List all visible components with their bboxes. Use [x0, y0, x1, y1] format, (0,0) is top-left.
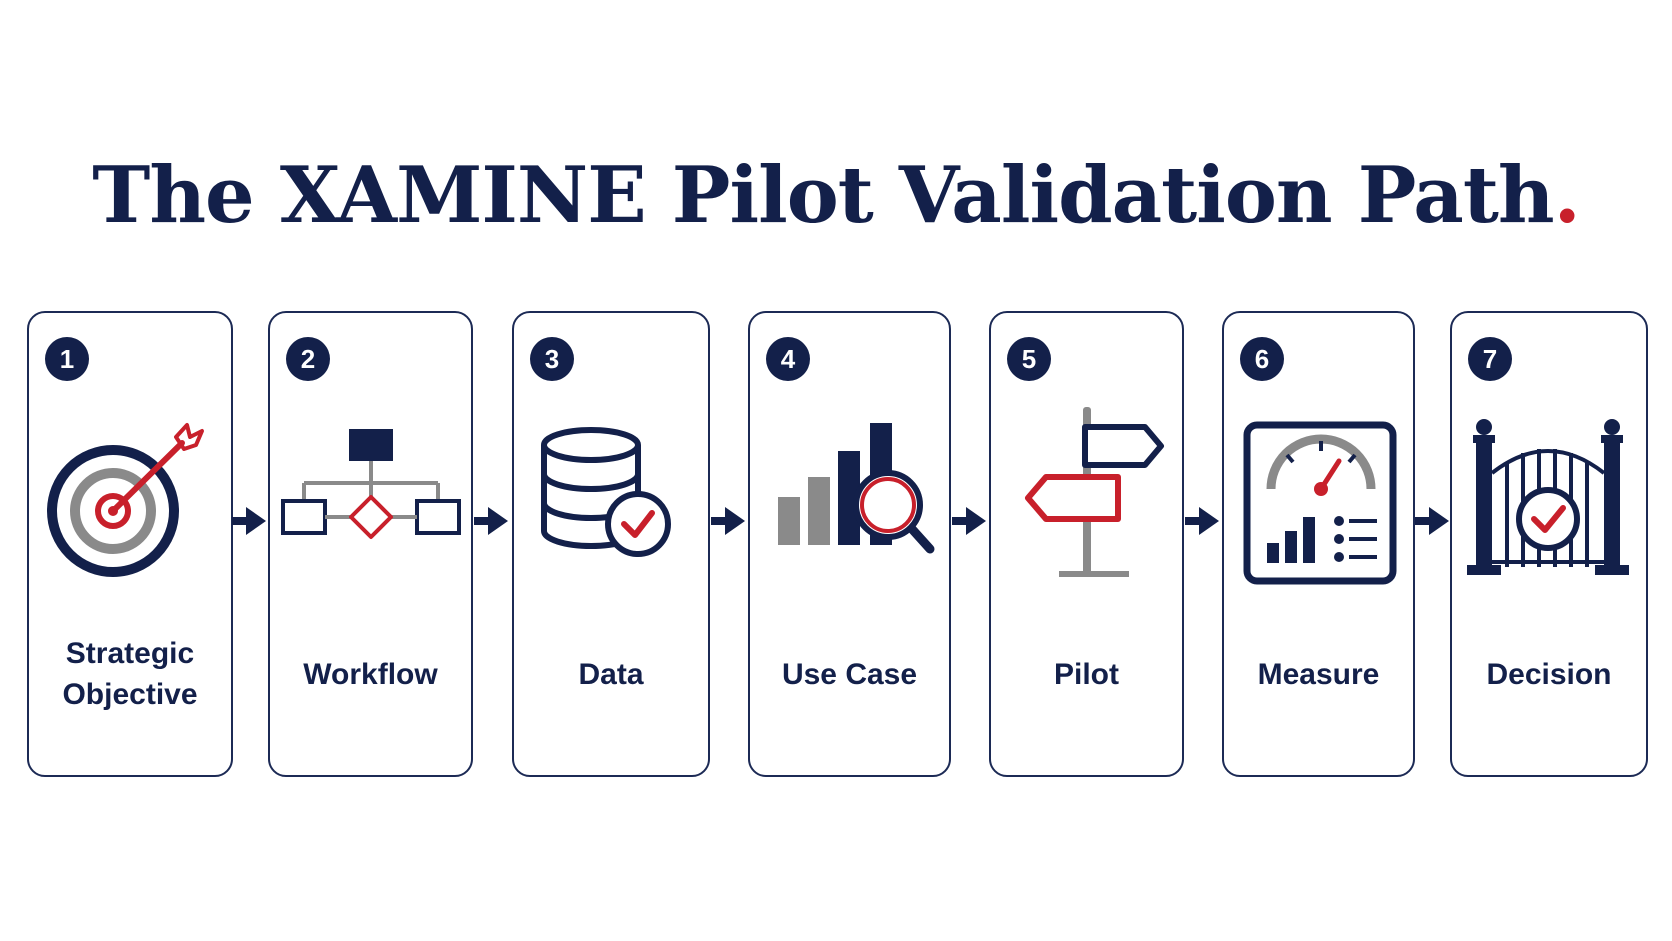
step-card-1: 1 Strategic Objective — [27, 311, 233, 777]
flow-arrow-icon — [711, 504, 747, 538]
page-title: The XAMINE Pilot Validation Path. — [0, 150, 1672, 241]
signpost-icon — [997, 407, 1177, 587]
step-label: Measure — [1257, 657, 1380, 691]
step-number-badge: 7 — [1468, 337, 1512, 381]
step-label: Data — [578, 657, 644, 691]
flow-arrow-icon — [474, 504, 510, 538]
step-card-5: 5 Pilot — [989, 311, 1184, 777]
step-card-3: 3 Data — [512, 311, 710, 777]
flowchart-icon — [280, 407, 461, 587]
bar-chart-magnifier-icon — [760, 407, 940, 587]
step-number-badge: 4 — [766, 337, 810, 381]
flow-arrow-icon — [1415, 504, 1451, 538]
step-number-badge: 6 — [1240, 337, 1284, 381]
step-label: Pilot — [1054, 657, 1119, 691]
flow-arrow-icon — [232, 504, 268, 538]
title-dot: . — [1553, 150, 1581, 242]
step-card-2: 2 Workflow — [268, 311, 473, 777]
step-label: Strategic Objective — [62, 637, 198, 711]
target-icon — [40, 407, 220, 587]
step-label: Use Case — [781, 657, 918, 691]
step-card-6: 6 Measure — [1222, 311, 1415, 777]
step-card-4: 4 Use Case — [748, 311, 951, 777]
title-text: The XAMINE Pilot Validation Path — [92, 150, 1554, 242]
step-number-badge: 2 — [286, 337, 330, 381]
step-number-badge: 5 — [1007, 337, 1051, 381]
step-label: Decision — [1486, 657, 1612, 691]
flow-arrow-icon — [952, 504, 988, 538]
gate-check-icon — [1459, 407, 1639, 587]
step-number-badge: 1 — [45, 337, 89, 381]
step-label: Workflow — [303, 657, 438, 691]
step-card-7: 7 — [1450, 311, 1648, 777]
step-number-badge: 3 — [530, 337, 574, 381]
database-check-icon — [521, 407, 701, 587]
flow-arrow-icon — [1185, 504, 1221, 538]
dashboard-gauge-icon — [1229, 407, 1409, 587]
